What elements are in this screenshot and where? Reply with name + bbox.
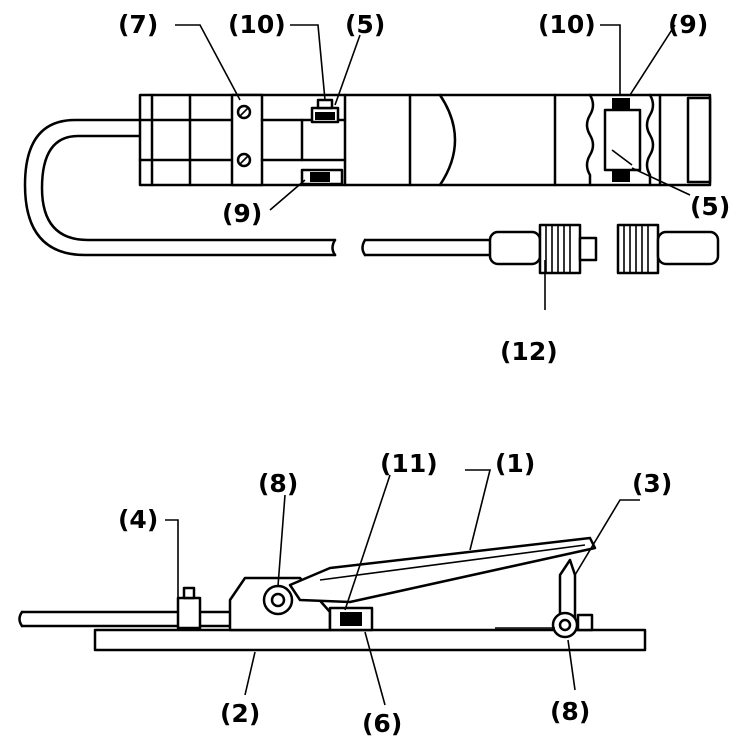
label-part-9-left: (9): [222, 199, 262, 228]
label-part-3: (3): [632, 469, 672, 498]
label-part-1: (1): [495, 449, 535, 478]
label-part-5-left: (5): [345, 10, 385, 39]
label-part-9-right: (9): [668, 10, 708, 39]
side-view: (11) (1) (8) (3) (4) (2) (6) (8): [18, 449, 672, 738]
label-part-11: (11): [380, 449, 438, 478]
label-part-12: (12): [500, 337, 558, 366]
label-part-2: (2): [220, 699, 260, 728]
label-part-10-left: (10): [228, 10, 286, 39]
label-part-8-left: (8): [258, 469, 298, 498]
label-part-10-right: (10): [538, 10, 596, 39]
label-part-5-right: (5): [690, 192, 730, 221]
top-view: (7) (10) (5) (10) (9) (9) (5) (12): [23, 10, 730, 366]
cable-loop: [23, 118, 337, 257]
label-part-4: (4): [118, 505, 158, 534]
label-part-8-right: (8): [550, 697, 590, 726]
pedal: [288, 536, 597, 604]
cable-clamp: [230, 93, 264, 187]
label-part-7: (7): [118, 10, 158, 39]
right-roller: [603, 108, 642, 172]
connector-plug: [488, 230, 542, 266]
label-part-6: (6): [362, 709, 402, 738]
